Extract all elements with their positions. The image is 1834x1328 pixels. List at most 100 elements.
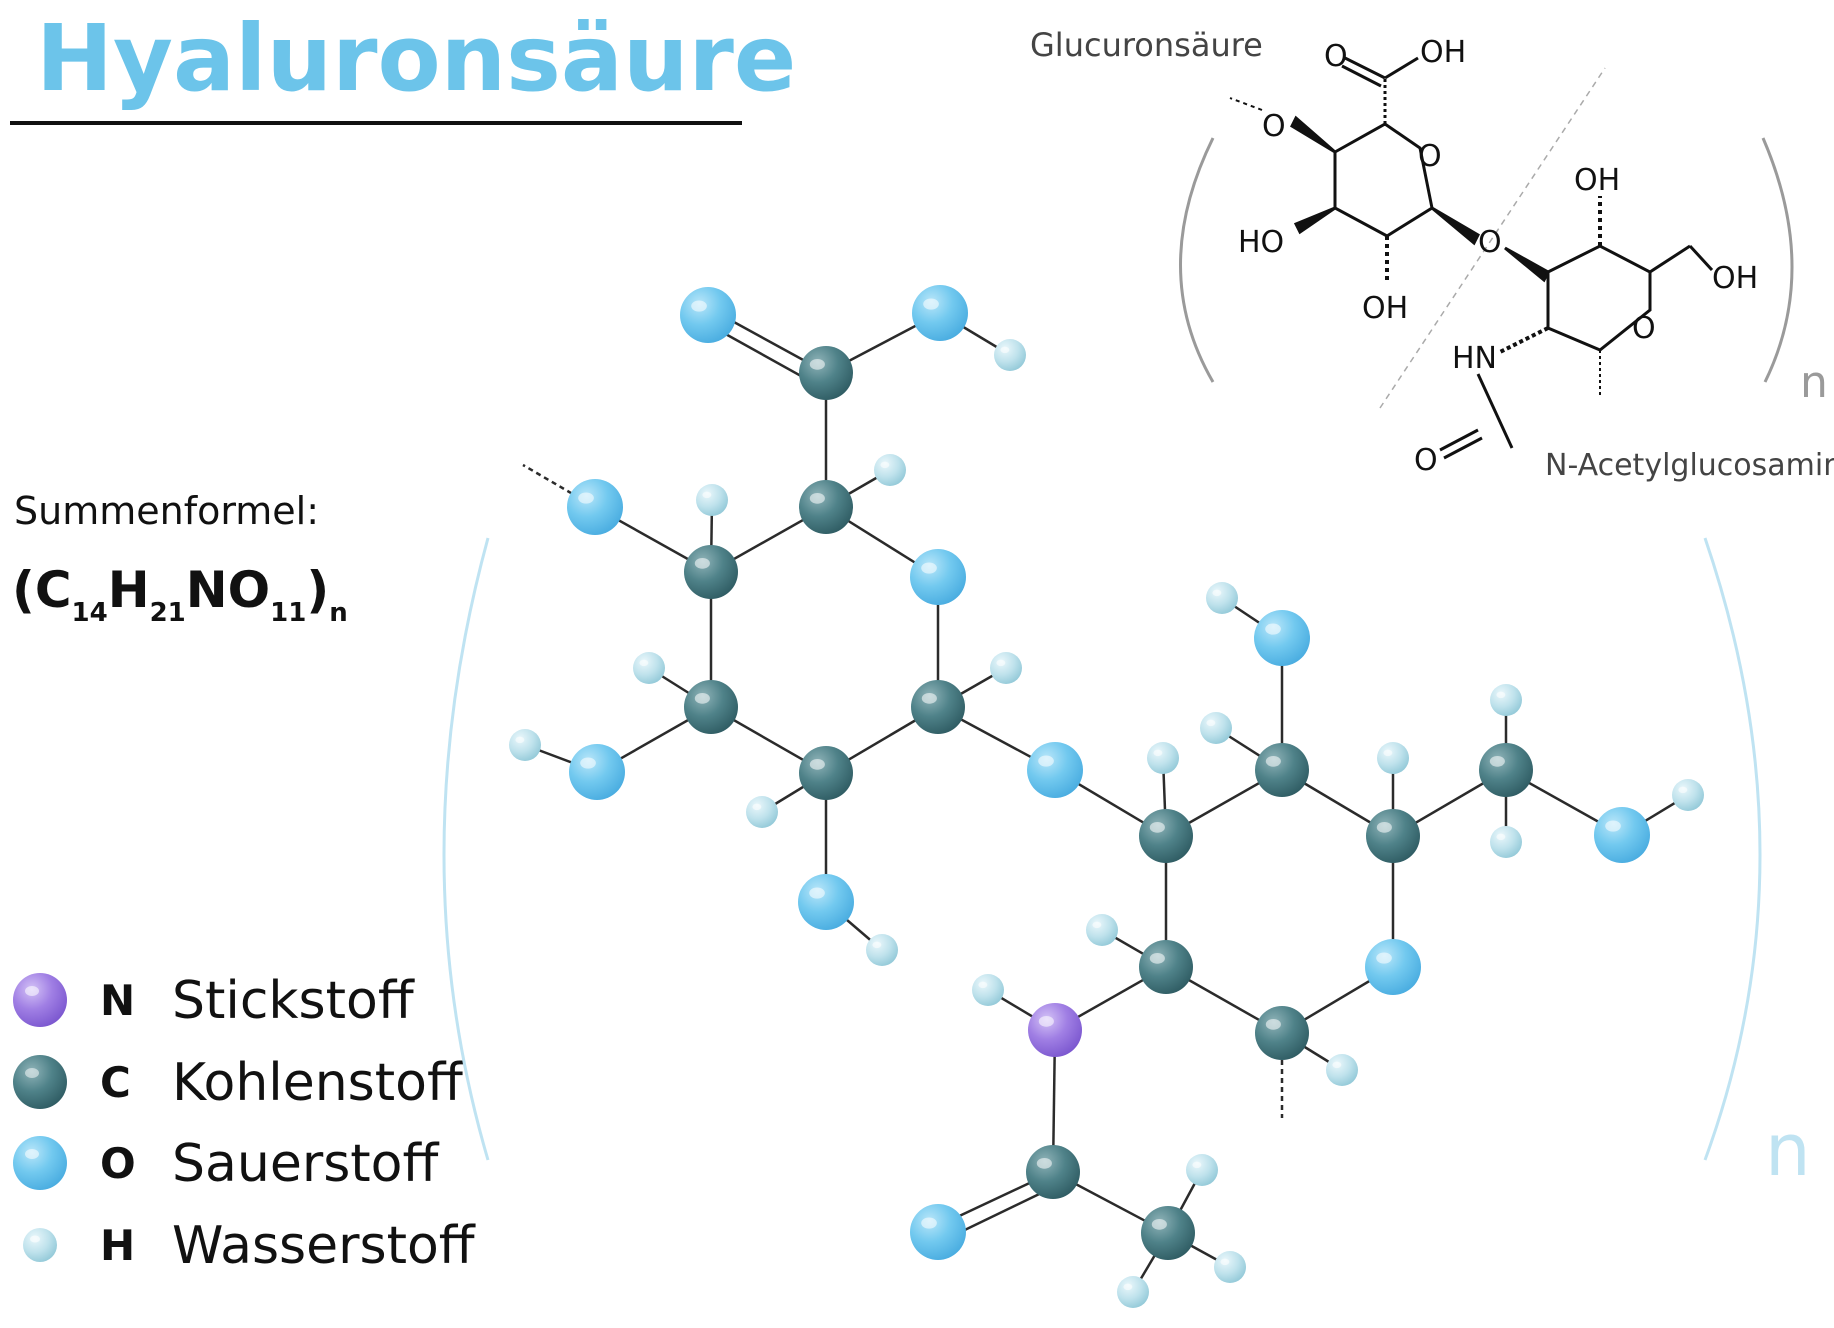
oxygen-atom-highlight-o6 xyxy=(1605,820,1621,832)
legend-name-h: Wasserstoff xyxy=(172,1216,476,1276)
hydrogen-atom-h2 xyxy=(696,484,728,516)
carbon-atom-highlight-cc xyxy=(809,358,825,370)
legend-name-c: Kohlenstoff xyxy=(172,1053,464,1113)
hydrogen-atom-h1 xyxy=(874,454,906,486)
skeletal-paren-right xyxy=(1761,137,1794,383)
atom-oh-c6: OH xyxy=(1712,261,1758,296)
o-link-left-wedge xyxy=(1290,115,1336,154)
oxygen-atom-og xyxy=(1027,742,1083,798)
hydrogen-atom-highlight-hd2 xyxy=(1212,589,1222,597)
carbon-sphere-highlight xyxy=(25,1068,39,1078)
carbon-atom-c1 xyxy=(799,480,853,534)
hydrogen-atom-dh1 xyxy=(1147,742,1179,774)
glycosidic-wedge-1 xyxy=(1431,206,1480,246)
carbon-atom-highlight-c2 xyxy=(694,557,710,569)
hydrogen-atom-hh4 xyxy=(866,934,898,966)
carbon-atom-highlight-cm xyxy=(1151,1218,1167,1230)
carbon-atom-highlight-c5 xyxy=(921,692,937,704)
oxygen-atom-highlight-oh4 xyxy=(809,887,825,899)
carbon-atom-d2 xyxy=(1255,743,1309,797)
oxygen-atom-oh3 xyxy=(569,744,625,800)
hydrogen-atom-highlight-dh1 xyxy=(1153,749,1163,757)
carbon-atom-highlight-ca xyxy=(1036,1157,1052,1169)
molecular-formula: (C14H21NO11)n xyxy=(12,561,348,628)
carbon-atom-c4 xyxy=(799,746,853,800)
legend-symbol-o: O xyxy=(100,1139,136,1188)
atom-o-carbonyl: O xyxy=(1324,39,1348,74)
hydrogen-atom-highlight-h5b xyxy=(1332,1061,1342,1069)
page-title: Hyaluronsäure xyxy=(36,5,796,112)
carbon-atom-d1 xyxy=(1139,809,1193,863)
hydrogen-sphere-highlight xyxy=(30,1235,40,1243)
hydrogen-atom-highlight-hh4 xyxy=(872,941,882,949)
oxygen-atom-oh4 xyxy=(798,874,854,930)
model-paren-right xyxy=(1703,537,1762,1161)
formula-o-sub: 11 xyxy=(270,598,306,628)
hydrogen-sphere-icon xyxy=(23,1228,57,1262)
formula-heading: Summenformel: xyxy=(14,489,319,533)
hydrogen-atom-h5b xyxy=(1326,1054,1358,1086)
skeletal-repeat-n: n xyxy=(1800,357,1828,408)
hydrogen-atom-highlight-ho6 xyxy=(1678,786,1688,794)
hydrogen-atom-h3b xyxy=(1377,742,1409,774)
carbonyl-bond-1 xyxy=(1344,56,1386,80)
glucuronic-label: Glucuronsäure xyxy=(1030,26,1263,64)
atom-oh-carboxyl: OH xyxy=(1420,35,1466,70)
hydrogen-atom-highlight-hh3 xyxy=(515,736,525,744)
atom-oh-c3: OH xyxy=(1362,291,1408,326)
oxygen-sphere-highlight xyxy=(25,1149,39,1159)
carbon-atom-c5 xyxy=(911,680,965,734)
atom-o-glyco: O xyxy=(1478,225,1502,260)
carbon-atom-highlight-d1 xyxy=(1149,821,1165,833)
formula-no: NO xyxy=(186,561,270,619)
hydrogen-atom-h4 xyxy=(746,796,778,828)
o-link-left-dash xyxy=(1229,97,1263,111)
oxygen-sphere-icon xyxy=(13,1136,67,1190)
hydrogen-atom-ho6 xyxy=(1672,779,1704,811)
oxygen-atom-d4 xyxy=(1365,939,1421,995)
legend-symbol-h: H xyxy=(100,1221,135,1270)
hydrogen-atom-hm3 xyxy=(1117,1276,1149,1308)
hydrogen-atom-highlight-hm2 xyxy=(1220,1258,1230,1266)
hydrogen-atom-highlight-hm3 xyxy=(1123,1283,1133,1291)
hydrogen-atom-hd2 xyxy=(1206,582,1238,614)
legend-name-o: Sauerstoff xyxy=(172,1134,439,1194)
oxygen-atom-oc1 xyxy=(680,287,736,343)
carbon-atom-c2 xyxy=(684,545,738,599)
oxygen-atom-highlight-oa xyxy=(921,1217,937,1229)
legend-nitrogen: N Stickstoff xyxy=(13,971,415,1031)
legend-hydrogen: H Wasserstoff xyxy=(23,1216,476,1276)
formula-c-sub: 14 xyxy=(72,598,108,628)
hydrogen-atom-highlight-h1 xyxy=(880,461,890,469)
unit-separator-line xyxy=(1379,67,1606,409)
carbon-atom-d3 xyxy=(1366,809,1420,863)
carbon-atom-d6 xyxy=(1139,940,1193,994)
hydrogen-atom-h2b xyxy=(1200,712,1232,744)
carbon-atom-highlight-c1 xyxy=(809,492,825,504)
model-atoms xyxy=(509,285,1704,1308)
oxygen-atom-o6 xyxy=(1594,807,1650,863)
formula-close: ) xyxy=(306,561,329,619)
atom-oh-c4: OH xyxy=(1574,163,1620,198)
oxygen-atom-highlight-og xyxy=(1038,755,1054,767)
carbon-atom-cm xyxy=(1141,1206,1195,1260)
carbon-atom-highlight-d2 xyxy=(1265,755,1281,767)
glycosidic-wedge-2 xyxy=(1504,246,1550,283)
hydrogen-atom-highlight-h4 xyxy=(752,803,762,811)
legend-symbol-c: C xyxy=(100,1058,131,1107)
carbonyl-bond-2 xyxy=(1341,64,1382,88)
carbon-atom-highlight-d6 xyxy=(1149,952,1165,964)
acetyl-co-2 xyxy=(1443,436,1483,460)
oxygen-atom-oa xyxy=(910,1204,966,1260)
hydrogen-atom-hm1 xyxy=(1186,1154,1218,1186)
carbon-atom-c3 xyxy=(684,680,738,734)
hydrogen-atom-highlight-hn xyxy=(978,981,988,989)
oxygen-atom-o5 xyxy=(910,549,966,605)
oxygen-atom-highlight-oc1 xyxy=(691,300,707,312)
carbon-atom-cc xyxy=(799,346,853,400)
formula-n-sub: n xyxy=(329,598,348,628)
model-paren-left xyxy=(442,537,490,1161)
carbon-sphere-icon xyxy=(13,1055,67,1109)
